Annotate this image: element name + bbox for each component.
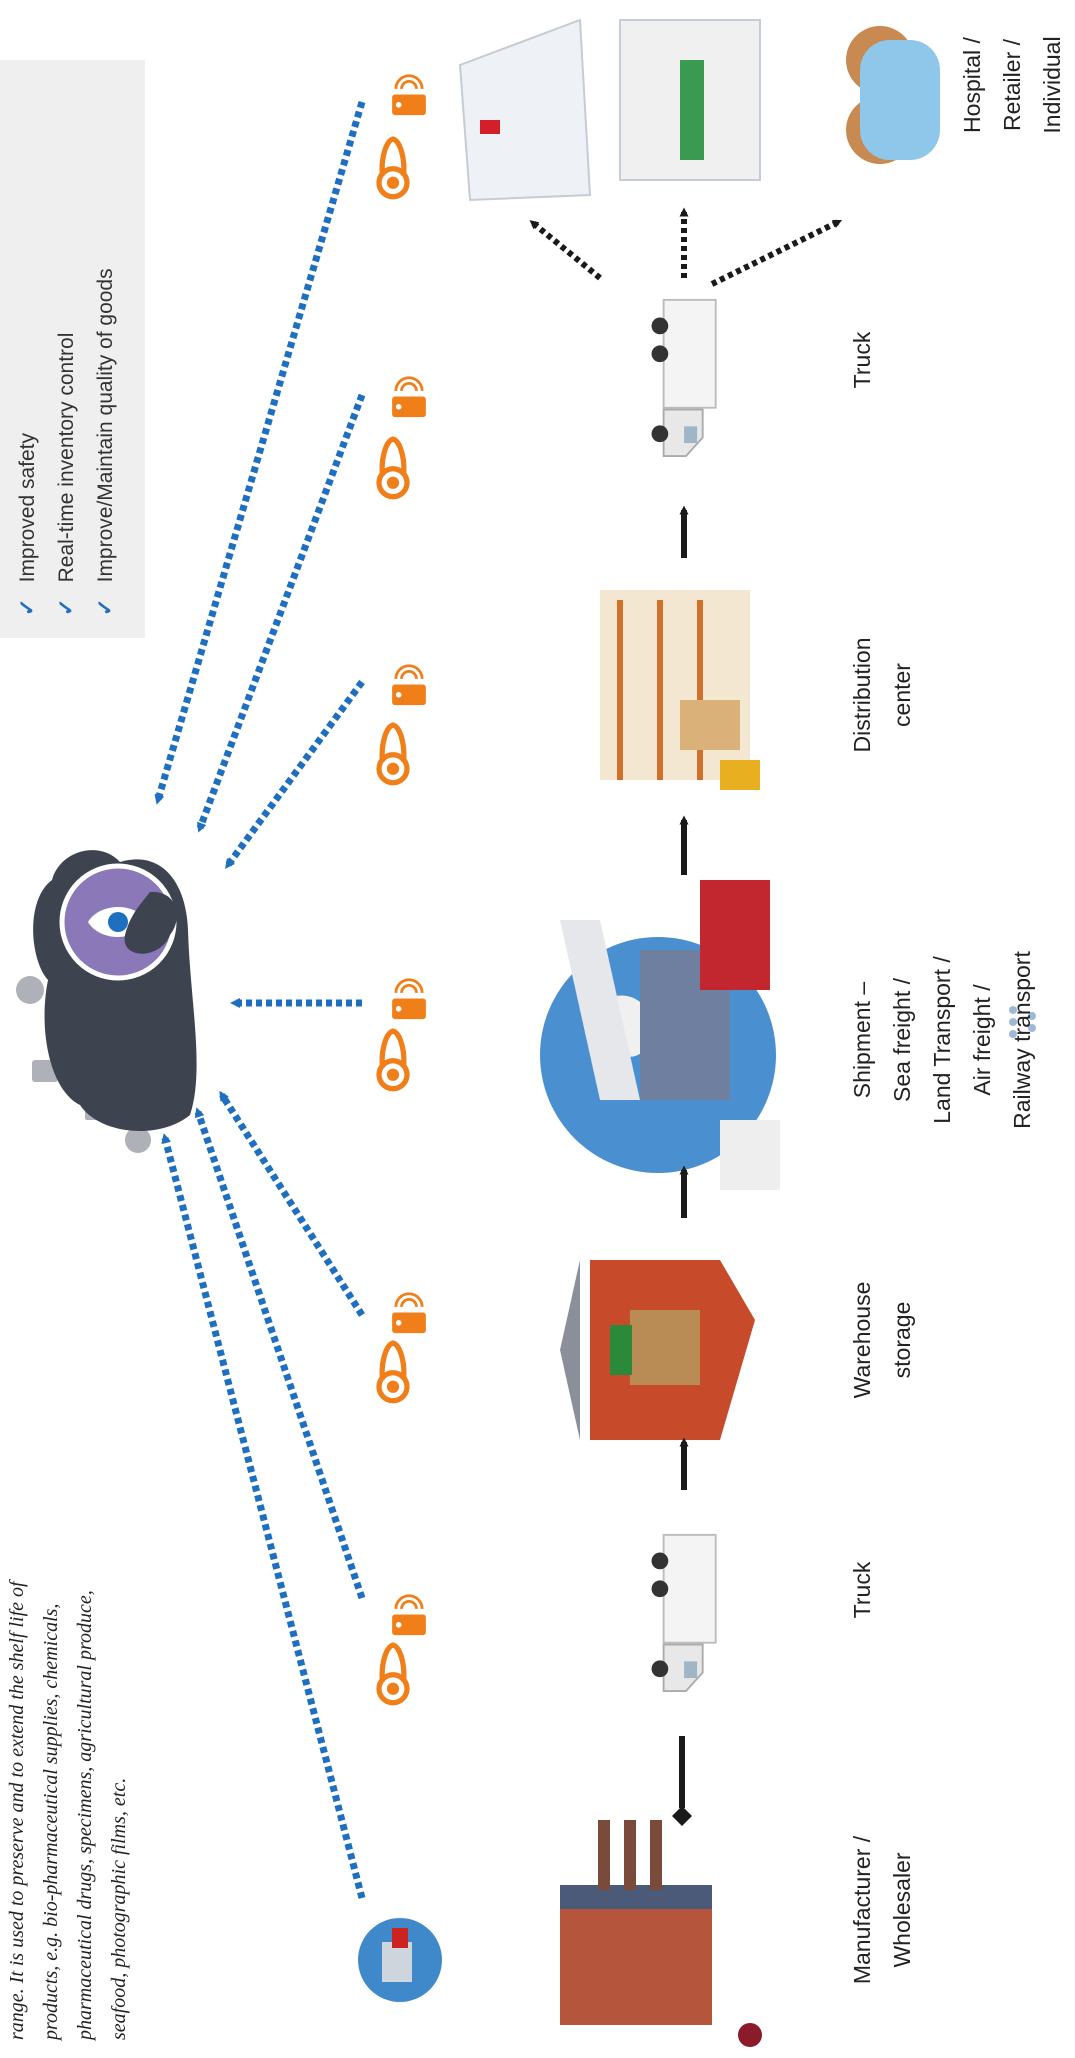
more-dots-icon — [1009, 1006, 1036, 1038]
intro-line-3: pharmaceutical drugs, specimens, agricul… — [74, 1590, 96, 2040]
link-arrow-6 — [196, 393, 366, 833]
stage-label-end-user: Hospital / Retailer / Individual — [959, 36, 1065, 134]
benefit-item-2: ✓Real-time inventory control — [55, 332, 78, 616]
link-arrow-3 — [219, 1090, 365, 1317]
intro-line-2: products, e.g. bio-pharmaceutical suppli… — [40, 1603, 62, 2040]
cloud-platform-icon — [16, 850, 197, 1153]
stage-label-shipment: Shipment – Sea freight / Land Transport … — [849, 951, 1035, 1129]
stage-label-truck-2: Truck — [849, 331, 875, 389]
link-arrow-5 — [225, 679, 365, 870]
check-icon: ✓ — [16, 598, 39, 616]
stage-label-warehouse: Warehouse storage — [849, 1281, 915, 1399]
delivery-arrows — [529, 207, 843, 287]
intro-line-4: seafood, photographic films, etc. — [108, 1777, 130, 2040]
check-icon: ✓ — [55, 598, 78, 616]
delivery-arrow-3 — [710, 219, 843, 287]
factory-icon — [560, 1820, 762, 2047]
sensor-3 — [379, 978, 428, 1089]
benefit-item-1: ✓Improved safety — [16, 432, 39, 616]
sensor-2 — [379, 1292, 428, 1401]
link-arrow-1 — [161, 1133, 366, 1899]
stage-label-distribution: Distribution center — [849, 637, 915, 753]
sensor-link-arrows — [154, 101, 366, 1899]
forklift-shelves-icon — [600, 590, 760, 790]
sensor-5 — [379, 376, 428, 497]
sensor-4 — [379, 664, 428, 783]
flow-arrows — [672, 505, 692, 1826]
stage-label-manufacturer: Manufacturer / Wholesaler — [849, 1835, 915, 1985]
stage-label-truck-1: Truck — [849, 1561, 875, 1619]
sensor-1 — [379, 1594, 428, 1703]
intro-line-1: range. It is used to preserve and to ext… — [6, 1581, 28, 2040]
intro-paragraph: range. It is used to preserve and to ext… — [0, 1581, 136, 2040]
truck-icon-2 — [650, 298, 717, 458]
hospital-retailer-individual-icon — [458, 18, 940, 202]
globe-shipment-icon — [540, 880, 780, 1190]
sensors — [379, 74, 428, 1703]
check-icon: ✓ — [94, 598, 117, 616]
benefit-item-3: ✓Improve/Maintain quality of goods — [94, 268, 117, 616]
link-arrow-2 — [194, 1107, 366, 1600]
sensor-6 — [379, 74, 428, 197]
link-arrow-7 — [154, 101, 366, 805]
benefits-panel: ✓Improved safety ✓Real-time inventory co… — [0, 60, 145, 638]
warehouse-icon — [560, 1260, 755, 1440]
delivery-arrow-1 — [529, 220, 602, 281]
mini-shipment-icon — [358, 1918, 442, 2002]
truck-icon-1 — [650, 1533, 717, 1693]
